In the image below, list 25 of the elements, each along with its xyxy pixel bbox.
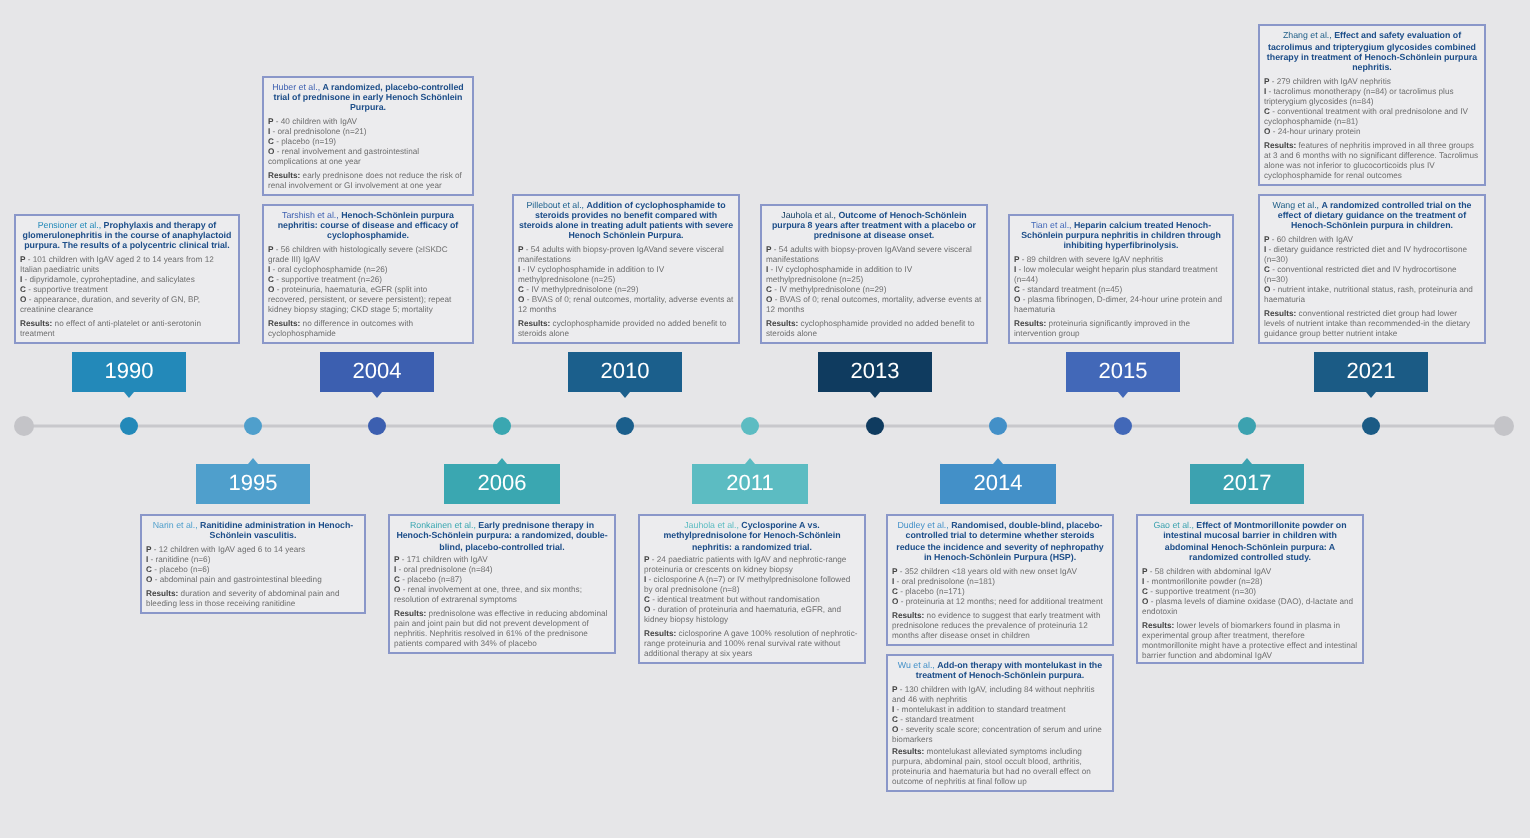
study-card [262, 203, 474, 344]
study-card [388, 514, 616, 655]
study-card [638, 514, 866, 665]
year-label: 2010 [568, 352, 682, 392]
year-label: 2013 [818, 352, 932, 392]
year-label: 2017 [1190, 464, 1304, 504]
year-label: 2006 [444, 464, 560, 504]
study-card [1008, 213, 1234, 344]
study-card [886, 514, 1114, 646]
year-label: 2021 [1314, 352, 1428, 392]
study-card [760, 203, 988, 344]
study-card [512, 193, 740, 344]
study-card [886, 653, 1114, 793]
year-label: 1995 [196, 464, 310, 504]
year-label: 2014 [940, 464, 1056, 504]
study-card [140, 514, 366, 614]
study-card [1258, 193, 1486, 344]
study-card [1136, 514, 1364, 665]
study-card [262, 75, 474, 196]
year-label: 2004 [320, 352, 434, 392]
study-card [14, 213, 240, 344]
year-label: 1990 [72, 352, 186, 392]
study-card [1258, 24, 1486, 186]
year-label: 2011 [692, 464, 808, 504]
year-label: 2015 [1066, 352, 1180, 392]
